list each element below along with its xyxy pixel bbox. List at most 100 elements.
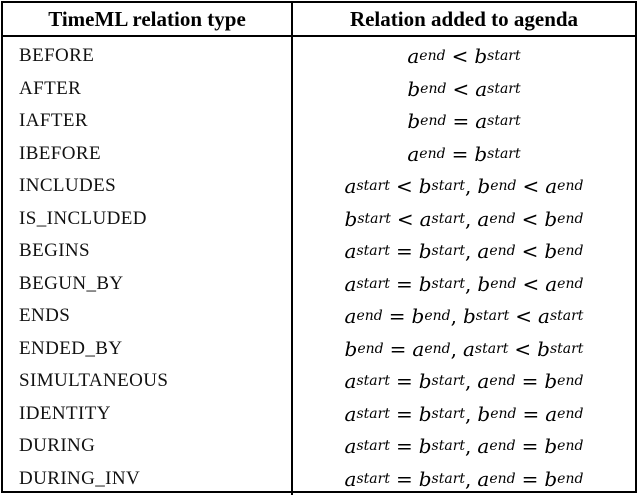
subscript: end: [557, 178, 584, 195]
subscript: end: [557, 470, 584, 487]
variable: b: [462, 304, 476, 329]
variable: a: [462, 336, 475, 361]
variable: a: [477, 434, 490, 459]
subscript: end: [557, 275, 584, 292]
subscript: end: [489, 438, 516, 455]
operator: =: [521, 434, 539, 459]
subscript: start: [549, 308, 584, 325]
subscript: end: [490, 178, 517, 195]
relation-type-cell: AFTER: [19, 77, 82, 99]
subscript: end: [489, 373, 516, 390]
operator: =: [395, 369, 413, 394]
subscript: start: [474, 340, 509, 357]
operator: <: [451, 44, 469, 69]
subscript: end: [424, 308, 451, 325]
variable: a: [477, 206, 490, 231]
variable: a: [475, 109, 488, 134]
header-relation-type: TimeML relation type: [3, 3, 293, 37]
subscript: end: [557, 373, 584, 390]
operator: =: [388, 304, 406, 329]
variable: b: [344, 336, 358, 361]
subscript: end: [489, 210, 516, 227]
variable: b: [418, 239, 432, 264]
comma: ,: [465, 271, 472, 296]
subscript: start: [357, 210, 391, 227]
comma: ,: [465, 466, 472, 491]
variable: a: [477, 369, 490, 394]
operator: <: [522, 271, 540, 296]
subscript: start: [475, 308, 510, 325]
subscript: end: [557, 210, 584, 227]
subscript: start: [356, 470, 390, 487]
relation-type-cell: BEFORE: [19, 45, 95, 67]
operator: =: [395, 401, 413, 426]
operator: <: [521, 239, 539, 264]
variable: a: [407, 44, 420, 69]
comma: ,: [465, 434, 472, 459]
variable: a: [344, 369, 357, 394]
subscript: start: [431, 178, 466, 195]
variable: b: [544, 206, 558, 231]
operator: =: [395, 434, 413, 459]
variable: a: [419, 206, 432, 231]
variable: a: [344, 174, 357, 199]
relation-type-cell: IS_INCLUDED: [19, 207, 147, 229]
subscript: end: [424, 340, 451, 357]
relation-type-cell: DURING: [19, 435, 96, 457]
subscript: start: [431, 405, 466, 422]
variable: b: [474, 44, 488, 69]
subscript: start: [431, 438, 466, 455]
operator: =: [395, 466, 413, 491]
variable: b: [544, 239, 558, 264]
variable: b: [474, 141, 488, 166]
subscript: end: [357, 340, 384, 357]
relation-type-cell: SIMULTANEOUS: [19, 370, 169, 392]
subscript: start: [431, 470, 466, 487]
variable: a: [344, 239, 357, 264]
comma: ,: [450, 336, 457, 361]
subscript: start: [356, 243, 390, 260]
subscript: end: [419, 48, 446, 65]
subscript: end: [489, 470, 516, 487]
subscript: start: [549, 340, 584, 357]
operator: <: [522, 174, 540, 199]
subscript: start: [431, 275, 466, 292]
subscript: start: [487, 80, 521, 97]
operator: <: [514, 336, 532, 361]
variable: b: [418, 174, 432, 199]
variable: b: [411, 304, 425, 329]
operator: =: [452, 109, 470, 134]
variable: b: [418, 271, 432, 296]
operator: =: [521, 466, 539, 491]
relation-type-cell: ENDED_BY: [19, 337, 123, 359]
variable: b: [407, 76, 421, 101]
subscript: start: [487, 48, 521, 65]
operator: =: [451, 141, 469, 166]
relation-type-cell: IAFTER: [19, 110, 88, 132]
variable: a: [538, 304, 550, 329]
variable: b: [544, 466, 558, 491]
variable: a: [344, 401, 357, 426]
subscript: end: [420, 80, 447, 97]
subscript: start: [356, 275, 390, 292]
subscript: start: [431, 210, 466, 227]
variable: a: [475, 76, 488, 101]
comma: ,: [465, 206, 472, 231]
variable: a: [344, 271, 357, 296]
relation-type-cell: INCLUDES: [19, 175, 117, 197]
operator: <: [515, 304, 533, 329]
operator: =: [522, 401, 540, 426]
subscript: end: [490, 275, 517, 292]
variable: a: [344, 466, 357, 491]
variable: a: [477, 466, 490, 491]
